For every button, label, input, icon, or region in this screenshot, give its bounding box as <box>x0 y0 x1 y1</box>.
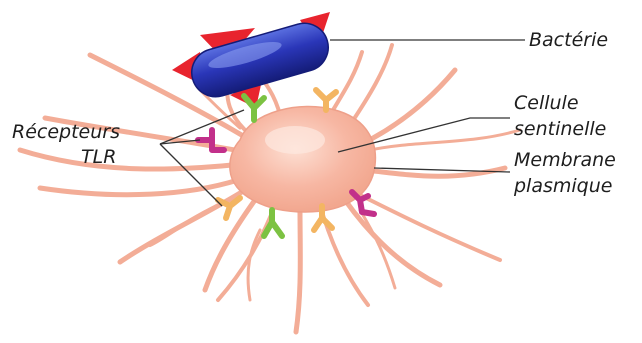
receptors-label-line2: TLR <box>81 146 116 168</box>
bacteria-label: Bactérie <box>529 29 608 51</box>
tlr-receptor-icon <box>198 130 224 150</box>
cell-highlight <box>265 126 325 154</box>
sentinel-cell-label-line2: sentinelle <box>514 118 606 140</box>
membrane-label-line2: plasmique <box>514 175 612 197</box>
bacterium-icon <box>172 12 334 108</box>
sentinel-cell-label-line1: Cellule <box>514 92 579 114</box>
membrane-label-line1: Membrane <box>514 149 616 171</box>
receptors-label-line1: Récepteurs <box>12 121 120 143</box>
